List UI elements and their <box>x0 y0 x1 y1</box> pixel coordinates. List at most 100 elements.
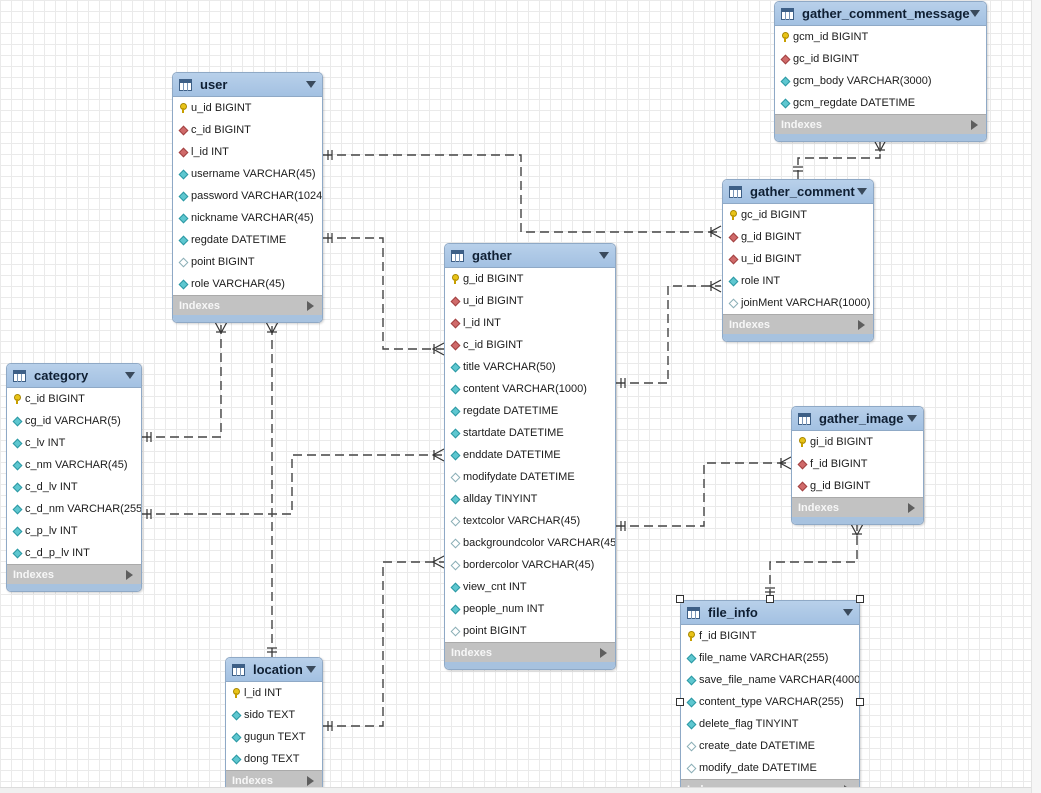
column-row[interactable]: gcm_body VARCHAR(3000) <box>775 70 986 92</box>
column-row[interactable]: l_id INT <box>226 682 322 704</box>
column-row[interactable]: f_id BIGINT <box>792 453 923 475</box>
column-row[interactable]: gugun TEXT <box>226 726 322 748</box>
expand-arrow-icon[interactable] <box>858 319 865 330</box>
resize-handle-mid-right[interactable] <box>856 698 864 706</box>
indexes-section[interactable]: Indexes <box>173 295 322 315</box>
expand-arrow-icon[interactable] <box>307 775 314 786</box>
column-row[interactable]: l_id INT <box>173 141 322 163</box>
collapse-arrow-icon[interactable] <box>843 609 853 616</box>
column-row[interactable]: content_type VARCHAR(255) <box>681 691 859 713</box>
collapse-arrow-icon[interactable] <box>857 188 867 195</box>
column-row[interactable]: regdate DATETIME <box>173 229 322 251</box>
column-row[interactable]: gcm_id BIGINT <box>775 26 986 48</box>
column-row[interactable]: save_file_name VARCHAR(4000) <box>681 669 859 691</box>
column-row[interactable]: gc_id BIGINT <box>775 48 986 70</box>
column-row[interactable]: bordercolor VARCHAR(45) <box>445 554 615 576</box>
column-row[interactable]: username VARCHAR(45) <box>173 163 322 185</box>
column-row[interactable]: gi_id BIGINT <box>792 431 923 453</box>
horizontal-scrollbar[interactable] <box>0 787 1031 793</box>
indexes-section[interactable]: Indexes <box>792 497 923 517</box>
resize-handle-top-left[interactable] <box>676 595 684 603</box>
vertical-scrollbar[interactable] <box>1031 0 1041 793</box>
column-row[interactable]: content VARCHAR(1000) <box>445 378 615 400</box>
column-row[interactable]: f_id BIGINT <box>681 625 859 647</box>
column-row[interactable]: people_num INT <box>445 598 615 620</box>
column-row[interactable]: modifydate DATETIME <box>445 466 615 488</box>
collapse-arrow-icon[interactable] <box>306 666 316 673</box>
column-row[interactable]: textcolor VARCHAR(45) <box>445 510 615 532</box>
column-row[interactable]: l_id INT <box>445 312 615 334</box>
table-header[interactable]: file_info <box>681 601 859 625</box>
collapse-arrow-icon[interactable] <box>306 81 316 88</box>
expand-arrow-icon[interactable] <box>126 569 133 580</box>
column-row[interactable]: delete_flag TINYINT <box>681 713 859 735</box>
column-row[interactable]: g_id BIGINT <box>723 226 873 248</box>
column-row[interactable]: sido TEXT <box>226 704 322 726</box>
column-row[interactable]: create_date DATETIME <box>681 735 859 757</box>
column-row[interactable]: c_d_nm VARCHAR(255) <box>7 498 141 520</box>
column-row[interactable]: g_id BIGINT <box>445 268 615 290</box>
column-row[interactable]: joinMent VARCHAR(1000) <box>723 292 873 314</box>
table-header[interactable]: gather_image <box>792 407 923 431</box>
column-row[interactable]: backgroundcolor VARCHAR(45) <box>445 532 615 554</box>
resize-handle-top-center[interactable] <box>766 595 774 603</box>
column-row[interactable]: c_d_p_lv INT <box>7 542 141 564</box>
column-row[interactable]: u_id BIGINT <box>445 290 615 312</box>
resize-handle-top-right[interactable] <box>856 595 864 603</box>
expand-arrow-icon[interactable] <box>600 647 607 658</box>
expand-arrow-icon[interactable] <box>908 502 915 513</box>
table-header[interactable]: category <box>7 364 141 388</box>
column-row[interactable]: gc_id BIGINT <box>723 204 873 226</box>
resize-handle-mid-left[interactable] <box>676 698 684 706</box>
column-row[interactable]: password VARCHAR(1024) <box>173 185 322 207</box>
column-row[interactable]: enddate DATETIME <box>445 444 615 466</box>
column-row[interactable]: c_id BIGINT <box>7 388 141 410</box>
column-row[interactable]: point BIGINT <box>173 251 322 273</box>
column-row[interactable]: c_nm VARCHAR(45) <box>7 454 141 476</box>
column-row[interactable]: gcm_regdate DATETIME <box>775 92 986 114</box>
table-header[interactable]: gather_comment_message <box>775 2 986 26</box>
column-row[interactable]: dong TEXT <box>226 748 322 770</box>
column-row[interactable]: g_id BIGINT <box>792 475 923 497</box>
column-row[interactable]: c_p_lv INT <box>7 520 141 542</box>
expand-arrow-icon[interactable] <box>971 119 978 130</box>
collapse-arrow-icon[interactable] <box>907 415 917 422</box>
column-row[interactable]: title VARCHAR(50) <box>445 356 615 378</box>
column-row[interactable]: allday TINYINT <box>445 488 615 510</box>
expand-arrow-icon[interactable] <box>307 300 314 311</box>
column-row[interactable]: c_id BIGINT <box>173 119 322 141</box>
column-row[interactable]: nickname VARCHAR(45) <box>173 207 322 229</box>
indexes-section[interactable]: Indexes <box>775 114 986 134</box>
column-row[interactable]: c_d_lv INT <box>7 476 141 498</box>
column-row[interactable]: file_name VARCHAR(255) <box>681 647 859 669</box>
table-header[interactable]: gather <box>445 244 615 268</box>
column-row[interactable]: c_id BIGINT <box>445 334 615 356</box>
column-row[interactable]: role INT <box>723 270 873 292</box>
column-row[interactable]: cg_id VARCHAR(5) <box>7 410 141 432</box>
column-row[interactable]: c_lv INT <box>7 432 141 454</box>
collapse-arrow-icon[interactable] <box>970 10 980 17</box>
indexes-section[interactable]: Indexes <box>445 642 615 662</box>
column-row[interactable]: u_id BIGINT <box>173 97 322 119</box>
column-row[interactable]: u_id BIGINT <box>723 248 873 270</box>
column-row[interactable]: regdate DATETIME <box>445 400 615 422</box>
table-header[interactable]: gather_comment <box>723 180 873 204</box>
indexes-section[interactable]: Indexes <box>723 314 873 334</box>
column-row[interactable]: view_cnt INT <box>445 576 615 598</box>
indexes-section[interactable]: Indexes <box>226 770 322 790</box>
collapse-arrow-icon[interactable] <box>125 372 135 379</box>
column-row[interactable]: point BIGINT <box>445 620 615 642</box>
collapse-arrow-icon[interactable] <box>599 252 609 259</box>
table-header[interactable]: location <box>226 658 322 682</box>
column-row[interactable]: role VARCHAR(45) <box>173 273 322 295</box>
column-row[interactable]: startdate DATETIME <box>445 422 615 444</box>
column-row[interactable]: modify_date DATETIME <box>681 757 859 779</box>
